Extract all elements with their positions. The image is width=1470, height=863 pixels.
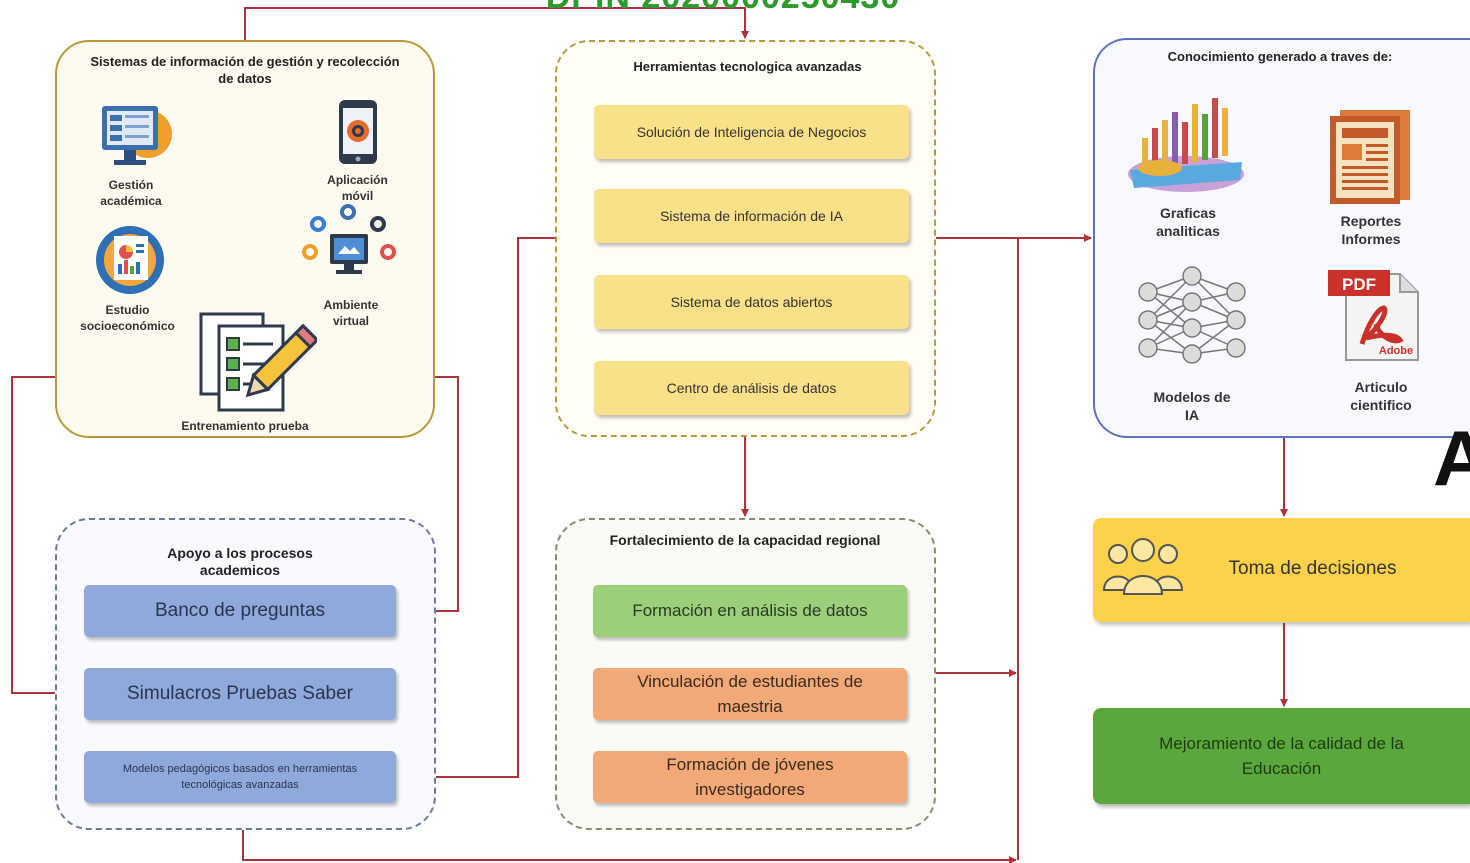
data-center-box: Centro de análisis de datos — [594, 361, 909, 415]
fortalecimiento-title: Fortalecimiento de la capacidad regional — [609, 532, 881, 548]
articulo-label: Articulo cientifico — [1350, 379, 1412, 413]
open-data-box: Sistema de datos abiertos — [594, 275, 909, 329]
banco-preguntas-box: Banco de preguntas — [84, 585, 396, 637]
pdf-document-icon: PDF Adobe — [1328, 270, 1419, 361]
mobile-phone-icon — [339, 100, 377, 164]
jovenes-investigadores-box: Formación de jóvenes investigadores — [593, 751, 907, 803]
wire-sistemas-to-herramientas — [244, 7, 749, 40]
checklist-pencil-icon — [199, 312, 317, 412]
conocimiento-panel — [1093, 38, 1470, 438]
monitor-icon — [102, 106, 172, 165]
ia-system-box: Sistema de información de IA — [594, 189, 909, 243]
modelos-ia-label: Modelos de IA — [1153, 389, 1231, 423]
cut-off-title: DPIN 2020000250430 — [0, 0, 1470, 18]
adobe-badge: Adobe — [1379, 345, 1413, 357]
wire-apoyo-bottom — [242, 830, 1017, 863]
analytics-chart-icon — [1128, 98, 1244, 192]
neural-network-icon — [1138, 266, 1246, 364]
virtual-environment-icon — [302, 204, 396, 274]
report-chart-icon — [96, 226, 164, 294]
conocimiento-title: Conocimiento generado a traves de: — [1167, 49, 1393, 64]
formacion-analisis-box: Formación en análisis de datos — [593, 585, 907, 637]
pdf-badge: PDF — [1342, 275, 1376, 294]
vinculacion-box: Vinculación de estudiantes de maestria — [593, 668, 907, 720]
movil-label: Aplicación móvil — [327, 173, 388, 203]
toma-decisiones-label: Toma de decisiones — [1228, 558, 1397, 579]
estudio-label: Estudio socioeconómico — [80, 303, 175, 333]
herramientas-title: Herramientas tecnologica avanzadas — [633, 59, 862, 74]
wire-herramientas-to-modelos — [399, 237, 555, 781]
virtual-label: Ambiente virtual — [323, 298, 379, 328]
entrenamiento-label: Entrenamiento prueba — [181, 419, 309, 433]
graficas-label: Graficas analiticas — [1156, 205, 1220, 239]
toma-decisiones-box — [1093, 518, 1470, 622]
people-group-icon — [1102, 538, 1184, 595]
report-document-icon — [1330, 110, 1410, 204]
gestion-label: Gestión académica — [100, 178, 162, 208]
bi-solution-box: Solución de Inteligencia de Negocios — [594, 105, 909, 159]
corner-letter: A — [1433, 414, 1470, 502]
simulacros-box: Simulacros Pruebas Saber — [84, 668, 396, 720]
apoyo-title: Apoyo a los procesos academicos — [167, 545, 313, 578]
sistemas-title: Sistemas de información de gestión y rec… — [90, 54, 400, 86]
modelos-pedagogicos-box: Modelos pedagógicos basados en herramien… — [84, 751, 396, 803]
reportes-label: Reportes Informes — [1340, 213, 1402, 247]
mejoramiento-box: Mejoramiento de la calidad de la Educaci… — [1093, 708, 1470, 804]
